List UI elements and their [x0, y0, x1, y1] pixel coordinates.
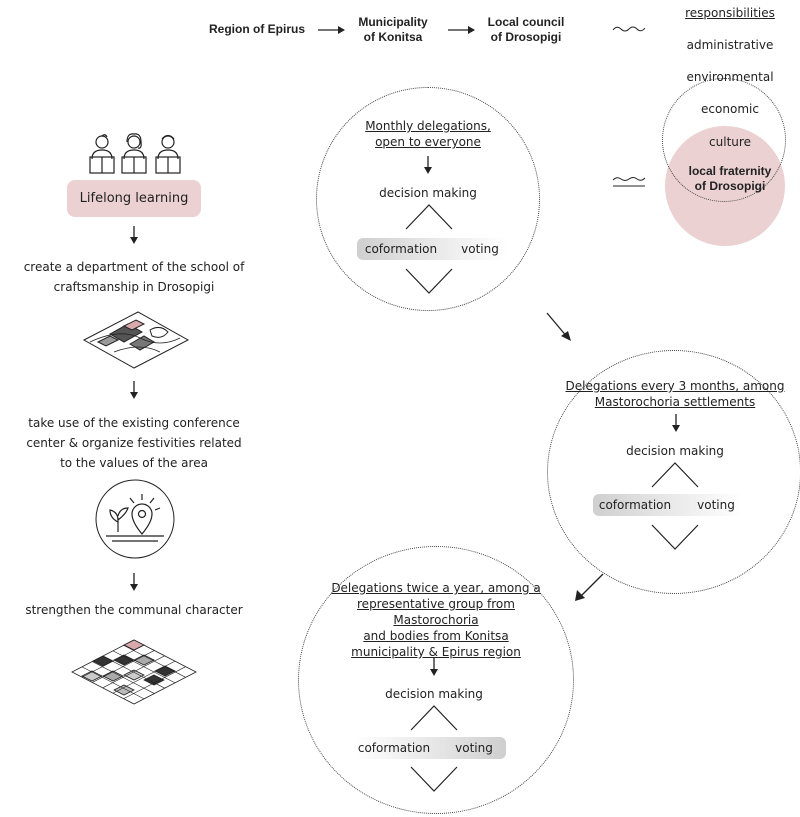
- lifelong-learning-badge: [67, 180, 201, 217]
- responsibility-item: culture: [709, 135, 751, 149]
- circle2-title: Delegations every 3 months, among Mastor…: [565, 379, 785, 409]
- wave-connector-icon: [612, 177, 646, 187]
- chevron-up-icon: [410, 705, 458, 731]
- circle3-coformation-bar: [354, 737, 506, 759]
- arrow-down-icon: [130, 381, 138, 399]
- circle1-coformation-bar: [357, 238, 507, 260]
- plant-location-icon: [95, 479, 175, 559]
- lifelong-learning-label: Lifelong learning: [79, 191, 189, 206]
- circle3-voting-label: voting: [455, 741, 493, 755]
- arrow-right-icon: [448, 26, 475, 34]
- region-label: Region of Epirus: [209, 22, 305, 36]
- responsibilities-dotted-circle: [662, 78, 786, 202]
- people-reading-icon: [89, 133, 181, 174]
- local-council-label: Local council of Drosopigi: [487, 15, 565, 44]
- chevron-up-icon: [405, 204, 453, 230]
- workshop-map-icon: [82, 311, 190, 369]
- circle1-voting-label: voting: [461, 242, 499, 256]
- circle2-coformation-bar: [593, 494, 743, 516]
- arrow-down-icon: [672, 414, 680, 432]
- chevron-down-icon: [405, 268, 453, 294]
- circle2-decision-label: decision making: [626, 444, 724, 458]
- circle1-decision-label: decision making: [379, 186, 477, 200]
- fraternity-label: local fraternity of Drosopigi: [688, 164, 772, 193]
- communal-character-text: strengthen the communal character: [25, 603, 243, 617]
- monthly-delegation-circle: [316, 87, 540, 311]
- arrow-diagonal-icon: [546, 312, 571, 341]
- arrow-diagonal-icon: [575, 573, 604, 601]
- quarterly-delegation-circle: [547, 350, 800, 594]
- circle2-voting-label: voting: [697, 498, 735, 512]
- responsibilities-title: responsibilities: [685, 6, 775, 20]
- biannual-delegation-circle: [298, 546, 574, 814]
- circle2-coformation-label: coformation: [598, 498, 672, 512]
- chevron-down-icon: [651, 524, 699, 550]
- responsibility-item: economic: [701, 102, 759, 116]
- circle3-title: Delegations twice a year, among a repres…: [331, 581, 541, 659]
- chevron-down-icon: [410, 766, 458, 792]
- arrow-right-icon: [318, 26, 345, 34]
- arrow-down-icon: [130, 226, 138, 244]
- grid-map-icon: [71, 639, 197, 705]
- circle1-title: Monthly delegations, open to everyone: [365, 119, 491, 149]
- responsibility-item: administrative: [686, 38, 774, 52]
- circle3-coformation-label: coformation: [357, 741, 431, 755]
- municipality-label: Municipality of Konitsa: [358, 15, 428, 44]
- wave-connector-icon: [612, 26, 646, 32]
- conference-center-text: take use of the existing conference cent…: [26, 416, 242, 470]
- arrow-down-icon: [430, 658, 438, 676]
- arrow-down-icon: [424, 156, 432, 174]
- arrow-down-icon: [130, 573, 138, 591]
- chevron-up-icon: [651, 462, 699, 488]
- circle3-decision-label: decision making: [385, 687, 483, 701]
- circle1-coformation-label: coformation: [364, 242, 438, 256]
- school-department-text: create a department of the school of cra…: [23, 260, 245, 294]
